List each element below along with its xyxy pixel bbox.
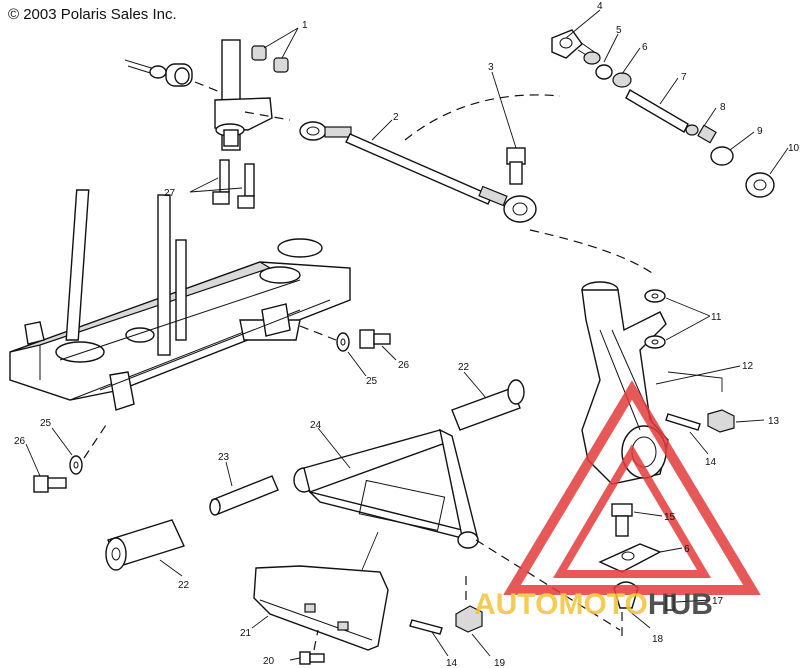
callout-26-left: 26 xyxy=(14,436,26,447)
callout-20: 20 xyxy=(263,656,275,667)
plate-16 xyxy=(598,543,683,573)
callout-21: 21 xyxy=(240,628,252,639)
bolt-26-left xyxy=(25,443,67,493)
bolt-3 xyxy=(491,71,526,185)
callout-3: 3 xyxy=(488,62,494,73)
callout-25-right: 25 xyxy=(366,376,378,387)
assembly-arc xyxy=(404,94,561,141)
leader-12-bracket xyxy=(667,371,723,392)
automotohub-watermark: AUTOMOTOHUB xyxy=(474,380,761,621)
watermark-word-auto: AUTOMOTOHUB xyxy=(474,588,713,621)
callout-25-left: 25 xyxy=(40,418,52,429)
callout-18: 18 xyxy=(652,634,664,645)
callout-17: 17 xyxy=(712,596,724,607)
callout-24: 24 xyxy=(310,420,322,431)
callout-19: 19 xyxy=(494,658,506,668)
callout-9: 9 xyxy=(757,126,763,137)
nut-13 xyxy=(707,409,765,433)
callout-10: 10 xyxy=(788,143,800,154)
bushing-22-lower xyxy=(105,519,185,577)
callout-1: 1 xyxy=(302,20,308,31)
cotter-pin-14-upper xyxy=(665,413,709,455)
washer-25-right xyxy=(299,325,367,377)
bolt-20 xyxy=(289,629,325,665)
callout-12: 12 xyxy=(742,361,754,372)
callout-11: 11 xyxy=(711,312,722,323)
adjuster-assembly xyxy=(551,9,789,198)
callout-5: 5 xyxy=(616,25,622,36)
callout-4: 4 xyxy=(597,1,603,12)
watermark-moto: MOTO xyxy=(558,588,647,621)
copyright-text: © 2003 Polaris Sales Inc. xyxy=(8,6,177,23)
guide-dash xyxy=(529,229,656,276)
nut-1b xyxy=(273,57,289,73)
tie-rod-2 xyxy=(299,119,537,223)
skid-plate-21 xyxy=(251,531,389,651)
cotter-pin-14-lower xyxy=(409,619,449,657)
washer-25-left xyxy=(51,421,109,475)
watermark-triangle-outer xyxy=(503,380,761,595)
watermark-auto: AUTO xyxy=(474,588,558,621)
frame-assembly xyxy=(9,189,351,411)
callout-22-lower: 22 xyxy=(178,580,190,591)
nut-1a xyxy=(251,45,267,61)
callout-13: 13 xyxy=(768,416,780,427)
callout-8: 8 xyxy=(720,102,726,113)
callout-27: 27 xyxy=(164,188,176,199)
nut-19 xyxy=(455,572,491,657)
callout-15: 15 xyxy=(664,512,676,523)
bushing-22-upper xyxy=(451,371,525,431)
callout-6-top: 6 xyxy=(642,42,648,53)
callout-14-lower: 14 xyxy=(446,658,458,668)
watermark-hub: HUB xyxy=(648,588,713,621)
bolts-27 xyxy=(189,159,255,209)
callout-labels: 1 2 3 4 5 6 7 8 9 10 11 12 13 14 15 6 17… xyxy=(14,1,800,668)
bolt-26-right xyxy=(359,329,397,361)
washers-11 xyxy=(644,289,711,349)
callout-7: 7 xyxy=(681,72,687,83)
callout-26-right: 26 xyxy=(398,360,410,371)
ball-joint-15 xyxy=(611,503,663,537)
callout-2: 2 xyxy=(393,112,399,123)
guide-dash-lower xyxy=(475,539,621,631)
callout-23: 23 xyxy=(218,452,230,463)
callout-6-lower: 6 xyxy=(684,544,690,555)
a-arm-24 xyxy=(293,427,479,549)
watermark-triangle-inner xyxy=(552,444,712,578)
callout-14-upper: 14 xyxy=(705,457,717,468)
callout-22-upper: 22 xyxy=(458,362,470,373)
upper-left-steering-assembly xyxy=(124,27,299,151)
tube-23 xyxy=(209,461,279,516)
grease-fitting-17 xyxy=(665,595,711,611)
